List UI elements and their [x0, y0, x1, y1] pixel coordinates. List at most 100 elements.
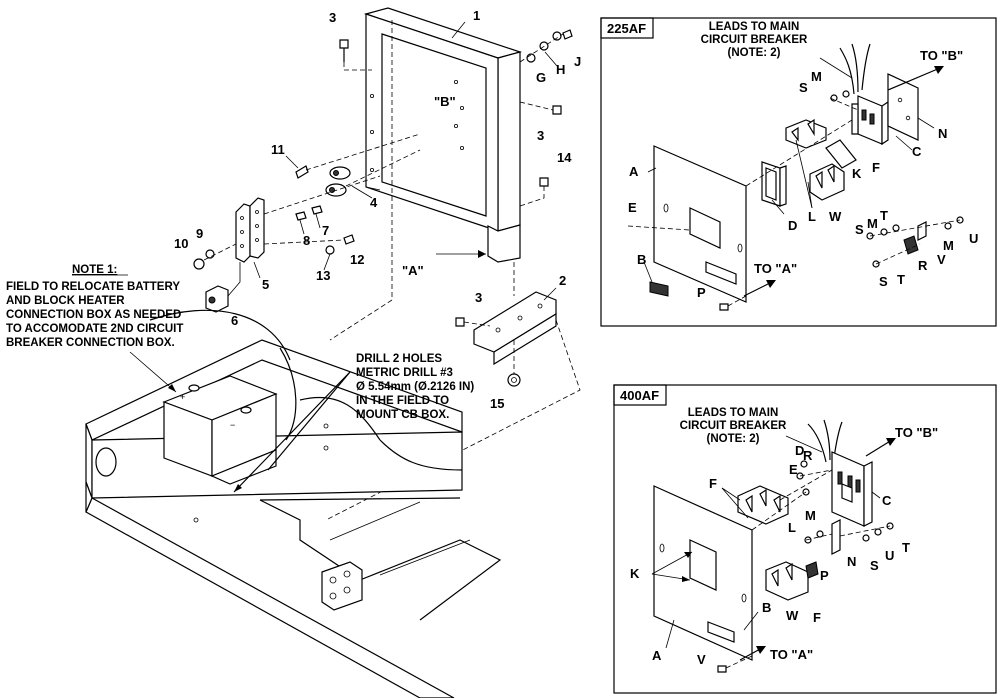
note-1-line-2: AND BLOCK HEATER: [6, 295, 125, 307]
panel-225-label-k: K: [852, 166, 862, 181]
callout-14: 14: [557, 150, 572, 165]
panel-225-label-u: U: [969, 231, 978, 246]
panel-225-label-v: V: [937, 252, 946, 267]
panel-400-label-n: N: [847, 554, 856, 569]
panel-400-label-t: T: [902, 540, 910, 555]
callout-7: 7: [322, 223, 329, 238]
panel-400-label-e: E: [789, 462, 798, 477]
callout-4: 4: [370, 195, 378, 210]
callout-6: 6: [231, 313, 238, 328]
panel-225-label-m2: M: [867, 216, 878, 231]
callout-j: J: [574, 54, 581, 69]
panel-400-label-f2: F: [813, 610, 821, 625]
callout-13: 13: [316, 268, 330, 283]
panel-400af-title-box: [613, 384, 667, 406]
callout-5: 5: [262, 277, 269, 292]
brackets-part-4: [305, 133, 421, 197]
ref-a-label: "A": [402, 263, 424, 278]
panel-225-to-b: TO "B": [920, 48, 963, 63]
washers-g-h-j: [519, 29, 573, 63]
panel-225-label-s1: S: [799, 80, 808, 95]
screw-8: [295, 211, 307, 221]
note-1-line-5: BREAKER CONNECTION BOX.: [6, 337, 175, 349]
panel-400-to-a: TO "A": [770, 647, 813, 662]
panel-400-label-u: U: [885, 548, 894, 563]
drill-line-5: MOUNT CB BOX.: [356, 409, 449, 421]
panel-225-label-s3: S: [879, 274, 888, 289]
leads-400-line-2: CIRCUIT BREAKER: [680, 420, 787, 432]
panel-225-label-l: L: [808, 209, 816, 224]
screw-3-top: [339, 39, 372, 71]
panel-400-label-p: P: [820, 568, 829, 583]
panel-400-label-a: A: [652, 648, 662, 663]
panel-225af-frame: [600, 17, 997, 327]
callout-1: 1: [473, 8, 480, 23]
panel-400-label-m: M: [805, 508, 816, 523]
panel-225-label-r: R: [918, 258, 928, 273]
callout-10: 10: [174, 236, 188, 251]
panel-225af-title-box: [600, 17, 654, 39]
panel-400-label-v: V: [697, 652, 706, 667]
battery-plus: +: [180, 392, 185, 402]
panel-400-label-w: W: [786, 608, 799, 623]
battery: + −: [162, 375, 278, 485]
panel-225-label-s2: S: [855, 222, 864, 237]
screw-14: [519, 177, 549, 207]
panel-225-label-t1: T: [880, 208, 888, 223]
part-11: [295, 165, 309, 179]
callout-8: 8: [303, 233, 310, 248]
panel-400-label-l: L: [788, 520, 796, 535]
drill-line-1: DRILL 2 HOLES: [356, 353, 442, 365]
drill-line-3: Ø 5.54mm (Ø.2126 IN): [356, 381, 474, 393]
bracket-part-2: [473, 291, 557, 366]
nut-15: [507, 340, 521, 387]
panel-225-label-b: B: [637, 252, 646, 267]
mounting-bars-part-5: [235, 175, 381, 263]
washer-9: [205, 249, 215, 259]
callout-11: 11: [271, 142, 285, 157]
panel-225-label-m1: M: [811, 69, 822, 84]
panel-225-label-m3: M: [943, 238, 954, 253]
note-1: NOTE 1: FIELD TO RELOCATE BATTERY AND BL…: [6, 264, 183, 393]
panel-400af: 400AF LEADS TO MAIN CIRCUIT BREAKER (NOT…: [613, 384, 997, 694]
drill-line-2: METRIC DRILL #3: [356, 367, 453, 379]
panel-400-label-b: B: [762, 600, 771, 615]
nut-10: [193, 258, 205, 270]
leads-400-line-3: (NOTE: 2): [706, 433, 759, 445]
ref-b-label: "B": [434, 94, 456, 109]
leads-400-line-1: LEADS TO MAIN: [688, 407, 779, 419]
screw-3-bottom: [455, 317, 491, 327]
callout-g: G: [536, 70, 546, 85]
screw-7: [311, 205, 323, 215]
panel-225-label-e: E: [628, 200, 637, 215]
panel-225af-title: 225AF: [607, 21, 646, 36]
note-1-title: NOTE 1:: [72, 264, 117, 276]
panel-400-label-r: R: [803, 448, 813, 463]
main-assembly: + − 1 2 3 3: [6, 7, 581, 698]
panel-400-label-f1: F: [709, 476, 717, 491]
nut-13: [325, 245, 335, 255]
junction-box: [321, 561, 363, 611]
connector-part-6: [205, 262, 241, 313]
callout-3-right: 3: [537, 128, 544, 143]
panel-225-label-t2: T: [897, 272, 905, 287]
panel-400-to-b: TO "B": [895, 425, 938, 440]
drill-arrows: [233, 371, 351, 493]
panel-400-label-k: K: [630, 566, 640, 581]
drill-note: DRILL 2 HOLES METRIC DRILL #3 Ø 5.54mm (…: [356, 353, 474, 421]
panel-225-label-w: W: [829, 209, 842, 224]
enclosure-part-1: [363, 7, 523, 263]
panel-400-label-s: S: [870, 558, 879, 573]
note-1-line-3: CONNECTION BOX AS NEEDED: [6, 309, 181, 321]
callout-2: 2: [559, 273, 566, 288]
drill-line-4: IN THE FIELD TO: [356, 395, 449, 407]
panel-225-to-a: TO "A": [754, 261, 797, 276]
leads-225-line-2: CIRCUIT BREAKER: [701, 34, 808, 46]
panel-400af-frame: [613, 384, 997, 694]
panel-225-label-a: A: [629, 164, 639, 179]
callout-h: H: [556, 62, 565, 77]
leads-225-line-1: LEADS TO MAIN: [709, 21, 800, 33]
note-1-line-1: FIELD TO RELOCATE BATTERY: [6, 281, 180, 293]
panel-400-label-c: C: [882, 493, 892, 508]
